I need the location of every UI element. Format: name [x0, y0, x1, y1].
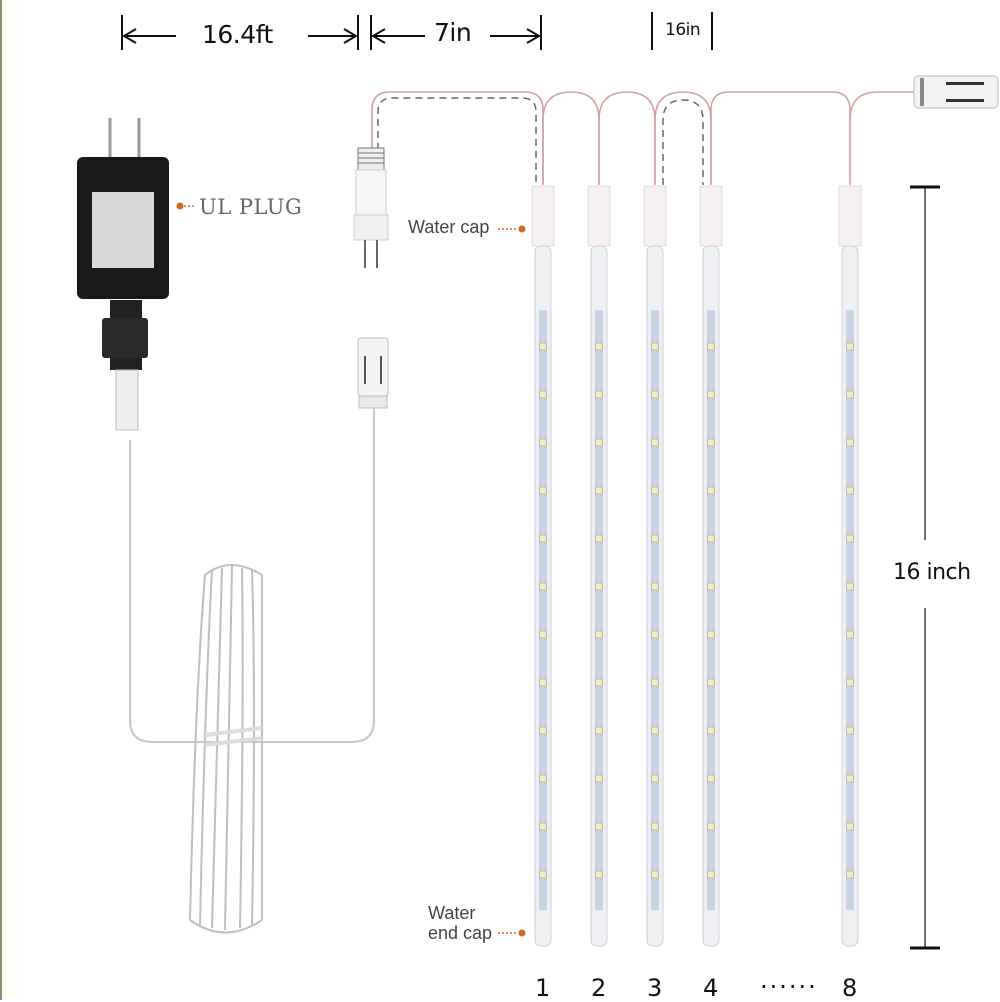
left-tint	[2, 0, 32, 1000]
label-16-4ft: 16.4ft	[202, 20, 273, 49]
label-7in: 7in	[434, 18, 472, 47]
tube-3	[643, 185, 667, 947]
dimension-16in	[651, 12, 713, 50]
cable-tie	[204, 726, 263, 747]
ul-plug-adapter	[77, 118, 169, 431]
connection-wires	[371, 91, 915, 185]
label-end-cap-1: Water	[428, 903, 476, 923]
male-connector	[353, 147, 389, 268]
callout-markers	[176, 202, 526, 937]
led-tubes	[531, 185, 862, 947]
led-chips	[539, 342, 854, 879]
label-ul-plug: UL PLUG	[199, 195, 303, 219]
tube-label-3: 3	[647, 974, 663, 1002]
tube-label-1: 1	[535, 974, 551, 1002]
tube-1	[531, 185, 555, 947]
tube-4	[699, 185, 723, 947]
dimension-16-inch	[910, 185, 940, 950]
end-connector	[913, 75, 999, 109]
dimension-7in	[370, 15, 542, 50]
dimension-16-4ft	[121, 15, 359, 50]
label-16in: 16in	[665, 20, 701, 40]
dashed-guides	[377, 97, 704, 190]
tube-label-4: 4	[703, 974, 719, 1002]
label-water-cap: Water cap	[408, 217, 490, 237]
lead-cable	[129, 408, 375, 743]
label-16-inch: 16 inch	[893, 560, 971, 585]
tube-label-ellipsis: ......	[760, 966, 818, 994]
left-border	[0, 0, 2, 1000]
tube-8	[838, 185, 862, 947]
tube-label-2: 2	[591, 974, 607, 1002]
female-connector	[357, 337, 389, 409]
tube-label-8: 8	[842, 974, 858, 1002]
coiled-cable	[189, 564, 264, 934]
label-end-cap-2: end cap	[428, 923, 493, 943]
tube-2	[587, 185, 611, 947]
